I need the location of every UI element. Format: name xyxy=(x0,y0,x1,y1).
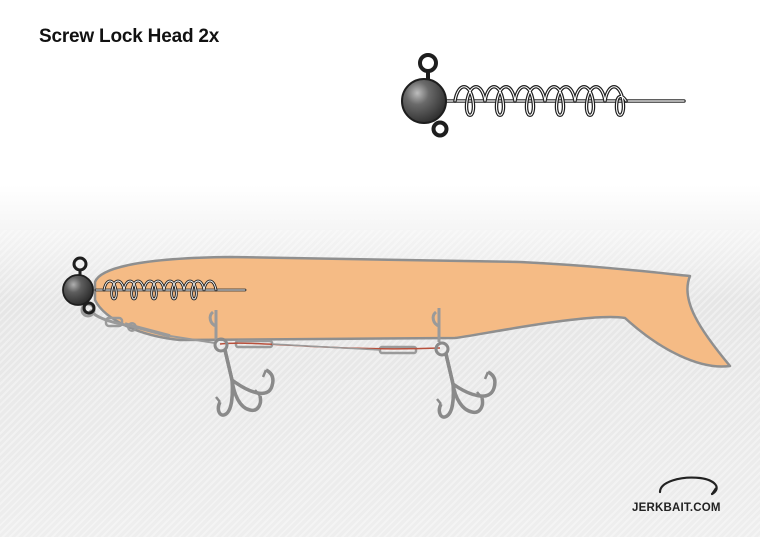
fishhook-logo-icon xyxy=(658,476,718,496)
treble-hook-icon xyxy=(208,310,275,417)
screw-lock-head-icon xyxy=(401,53,686,138)
treble-hook-icon xyxy=(431,308,497,419)
page-title: Screw Lock Head 2x xyxy=(39,26,220,47)
brand-logo-text: JERKBAIT.COM xyxy=(632,502,721,514)
soft-bait-body xyxy=(93,255,732,368)
lure-assembly-icon xyxy=(62,255,732,419)
